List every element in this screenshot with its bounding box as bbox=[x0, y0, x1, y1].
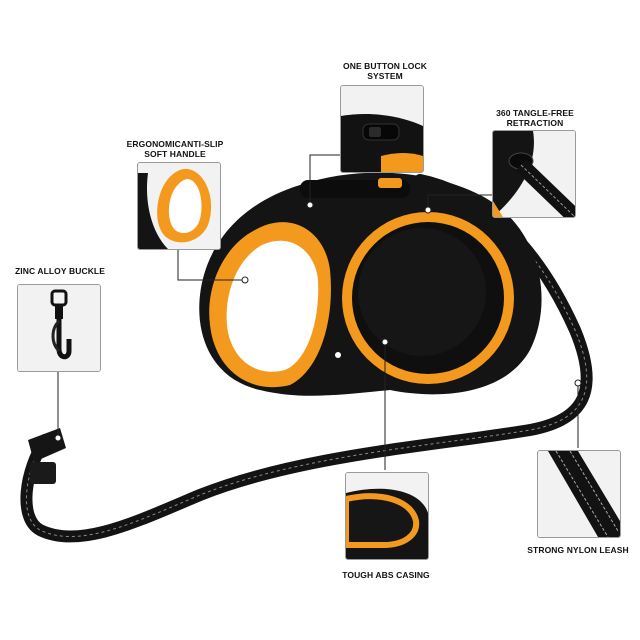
casing-callout-label: TOUGH ABS CASING bbox=[330, 570, 442, 580]
casing-detail-icon bbox=[346, 473, 428, 559]
casing-detail-inset bbox=[345, 472, 429, 560]
leash-callout-label: STRONG NYLON LEASH bbox=[522, 545, 634, 555]
lock-detail-inset bbox=[340, 85, 424, 173]
buckle-callout-label: ZINC ALLOY BUCKLE bbox=[10, 266, 110, 276]
nylon-leash-strap bbox=[20, 174, 593, 543]
casing-label-line1: TOUGH ABS CASING bbox=[342, 570, 430, 580]
handle-label-line1: ERGONOMICANTI-SLIP bbox=[126, 139, 224, 149]
leash-label-line1: STRONG NYLON LEASH bbox=[527, 545, 629, 555]
buckle-detail-inset bbox=[17, 284, 101, 372]
retraction-label-line1: 360 TANGLE-FREE bbox=[496, 108, 574, 118]
handle-label-line2: SOFT HANDLE bbox=[144, 149, 206, 159]
retraction-label-line2: RETRACTION bbox=[506, 118, 564, 128]
lock-callout-label: ONE BUTTON LOCK SYSTEM bbox=[330, 61, 440, 81]
leash-exit-detail-icon bbox=[493, 131, 575, 217]
soft-handle-detail-icon bbox=[138, 163, 220, 249]
callout-dots bbox=[54, 201, 582, 442]
lock-label-line2: SYSTEM bbox=[367, 71, 403, 81]
retraction-callout-label: 360 TANGLE-FREE RETRACTION bbox=[485, 108, 585, 128]
lock-label-line1: ONE BUTTON LOCK bbox=[343, 61, 427, 71]
handle-detail-inset bbox=[137, 162, 221, 250]
lock-button-detail-icon bbox=[341, 86, 423, 172]
leash-detail-inset bbox=[537, 450, 621, 538]
leash-body bbox=[199, 172, 542, 396]
nylon-strap-detail-icon bbox=[538, 451, 620, 537]
handle-callout-label: ERGONOMICANTI-SLIP SOFT HANDLE bbox=[120, 139, 230, 159]
clip-detail-icon bbox=[18, 285, 100, 371]
retraction-detail-inset bbox=[492, 130, 576, 218]
callout-leader-lines bbox=[57, 154, 579, 470]
buckle-label-line1: ZINC ALLOY BUCKLE bbox=[14, 266, 105, 276]
